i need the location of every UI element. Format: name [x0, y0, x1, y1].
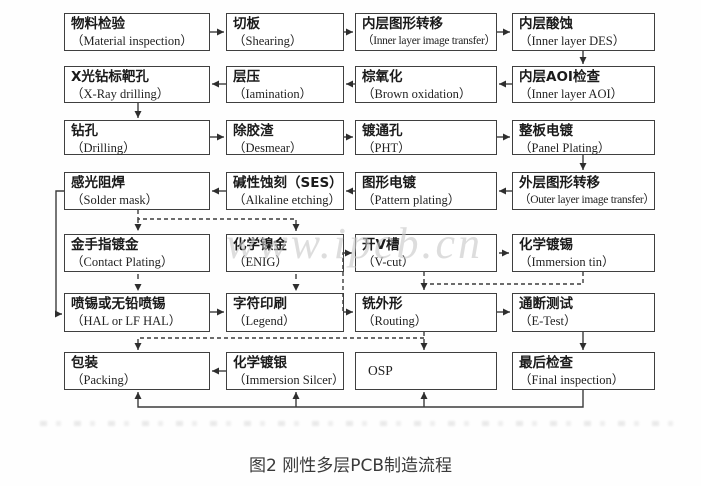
- box-label-en: （Iamination）: [233, 87, 313, 101]
- box-label-zh: 化学镀锡: [519, 237, 573, 253]
- flow-box-osp: OSP: [355, 352, 497, 390]
- flow-box-hal: 喷锡或无铅喷锡 （HAL or LF HAL）: [64, 293, 210, 332]
- box-label-zh: 外层图形转移: [519, 175, 600, 191]
- box-label-zh: 喷锡或无铅喷锡: [71, 296, 166, 312]
- box-label-zh: 包装: [71, 355, 98, 371]
- flow-box-drilling: 钻孔 （Drilling）: [64, 120, 210, 155]
- box-label-en: （Legend）: [233, 314, 296, 328]
- box-label-en: （Inner layer AOI）: [519, 87, 624, 101]
- box-label-en: （Solder mask）: [71, 193, 159, 207]
- dashed-arrow-routing-to-packing: [134, 337, 424, 350]
- box-label-en: OSP: [368, 363, 393, 378]
- box-label-zh: 棕氧化: [362, 69, 403, 85]
- box-label-en: （Alkaline etching）: [233, 193, 341, 207]
- arrow-final-to-packing-return: [134, 390, 584, 408]
- arrow-solder-mask-to-hal: [55, 190, 64, 318]
- box-label-zh: 整板电镀: [519, 123, 573, 139]
- box-label-zh: 内层AOI检查: [519, 69, 600, 85]
- flow-box-brown-oxidation: 棕氧化 （Brown oxidation）: [355, 66, 497, 103]
- box-label-zh: 碱性蚀刻（SES）: [233, 175, 343, 191]
- box-label-zh: 字符印刷: [233, 296, 287, 312]
- flow-box-lamination: 层压 （Iamination）: [226, 66, 344, 103]
- box-label-en: （Outer layer image transfer）: [519, 194, 655, 206]
- box-label-en: （Packing）: [71, 373, 137, 387]
- box-label-zh: 切板: [233, 16, 260, 32]
- box-label-zh: 物料检验: [71, 16, 125, 32]
- box-label-zh: 内层图形转移: [362, 16, 443, 32]
- box-label-zh: 钻孔: [71, 123, 98, 139]
- flow-box-material-inspection: 物料检验 （Material inspection）: [64, 13, 210, 51]
- box-label-zh: 开V槽: [362, 237, 400, 253]
- flow-box-inner-layer-aoi: 内层AOI检查 （Inner layer AOI）: [512, 66, 655, 103]
- flow-box-desmear: 除胶渣 （Desmear）: [226, 120, 344, 155]
- box-label-zh: 层压: [233, 69, 260, 85]
- box-label-en: （E-Test）: [519, 314, 577, 328]
- flow-box-e-test: 通断测试 （E-Test）: [512, 293, 655, 332]
- flow-box-alkaline-etching: 碱性蚀刻（SES） （Alkaline etching）: [226, 172, 344, 210]
- flow-box-packing: 包装 （Packing）: [64, 352, 210, 390]
- box-label-en: （Pattern plating）: [362, 193, 461, 207]
- box-label-zh: 除胶渣: [233, 123, 274, 139]
- box-label-en: （PHT）: [362, 141, 411, 155]
- flow-box-solder-mask: 感光阻焊 （Solder mask）: [64, 172, 210, 210]
- box-label-en: （X-Ray drilling）: [71, 87, 170, 101]
- box-label-en: （Immersion tin）: [519, 255, 615, 269]
- box-label-zh: 铣外形: [362, 296, 403, 312]
- box-label-en: （Inner layer DES）: [519, 34, 626, 48]
- box-label-en: （Brown oxidation）: [362, 87, 472, 101]
- flow-box-contact-plating: 金手指镀金 （Contact Plating）: [64, 234, 210, 272]
- flow-box-immersion-tin: 化学镀锡 （Immersion tin）: [512, 234, 655, 272]
- dashed-arrow-legend-to-vcut: [342, 249, 352, 311]
- flow-box-routing: 铣外形 （Routing）: [355, 293, 497, 332]
- flow-box-pht: 镀通孔 （PHT）: [355, 120, 497, 155]
- dashed-arrow-solder-mask-to-enig: [137, 210, 300, 231]
- figure-caption: 图2 刚性多层PCB制造流程: [248, 456, 452, 476]
- scan-noise-artifact: [40, 421, 680, 426]
- flow-box-final-inspection: 最后检查 （Final inspection）: [512, 352, 655, 390]
- flow-box-outer-layer-image-transfer: 外层图形转移 （Outer layer image transfer）: [512, 172, 655, 210]
- box-label-en: （Panel Plating）: [519, 141, 611, 155]
- box-label-zh: X光钻标靶孔: [71, 69, 149, 85]
- box-label-zh: 化学镍金: [233, 237, 287, 253]
- box-label-zh: 镀通孔: [362, 123, 403, 139]
- box-label-en: （Contact Plating）: [71, 255, 174, 269]
- box-label-zh: 图形电镀: [362, 175, 416, 191]
- box-label-en: （Immersion Silcer）: [233, 373, 345, 387]
- box-label-en: （Routing）: [362, 314, 428, 328]
- box-label-zh: 最后检查: [519, 355, 573, 371]
- box-label-zh: 感光阻焊: [71, 175, 125, 191]
- flow-box-inner-layer-image-transfer: 内层图形转移 （Inner layer image transfer）: [355, 13, 497, 51]
- box-label-en: （Final inspection）: [519, 373, 625, 387]
- box-label-en: （HAL or LF HAL）: [71, 314, 182, 328]
- box-label-zh: 化学镀银: [233, 355, 287, 371]
- box-label-en: （Material inspection）: [71, 34, 193, 48]
- flow-box-inner-layer-des: 内层酸蚀 （Inner layer DES）: [512, 13, 655, 51]
- box-label-zh: 内层酸蚀: [519, 16, 573, 32]
- box-label-en: （Desmear）: [233, 141, 303, 155]
- box-label-en: （Inner layer image transfer）: [362, 35, 496, 47]
- flow-box-panel-plating: 整板电镀 （Panel Plating）: [512, 120, 655, 155]
- dashed-line-immersion-tin-to-routing: [425, 272, 584, 285]
- box-label-zh: 金手指镀金: [71, 237, 139, 253]
- flow-box-v-cut: 开V槽 （V-cut）: [355, 234, 497, 272]
- flow-box-legend: 字符印刷 （Legend）: [226, 293, 344, 332]
- box-label-en: （Shearing）: [233, 34, 303, 48]
- box-label-en: （V-cut）: [362, 255, 415, 269]
- box-label-en: （Drilling）: [71, 141, 136, 155]
- box-label-zh: 通断测试: [519, 296, 573, 312]
- flow-box-shearing: 切板 （Shearing）: [226, 13, 344, 51]
- flow-box-immersion-silver: 化学镀银 （Immersion Silcer）: [226, 352, 344, 390]
- box-label-en: （ENIG）: [233, 255, 288, 269]
- flow-box-xray-drilling: X光钻标靶孔 （X-Ray drilling）: [64, 66, 210, 103]
- flow-box-pattern-plating: 图形电镀 （Pattern plating）: [355, 172, 497, 210]
- flow-box-enig: 化学镍金 （ENIG）: [226, 234, 344, 272]
